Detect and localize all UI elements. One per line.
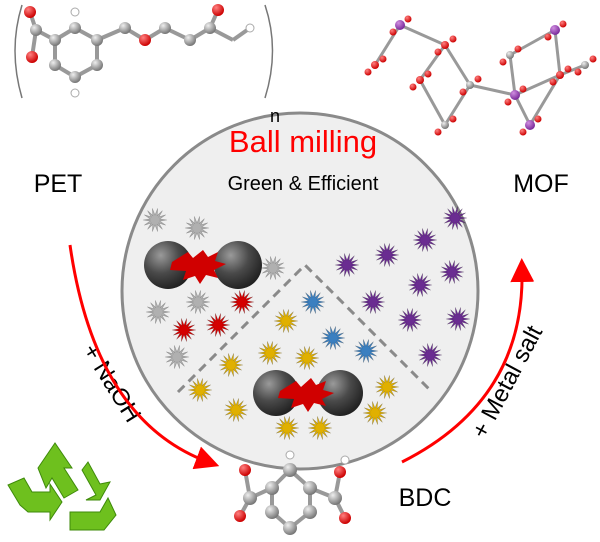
- mof-atom: [441, 121, 449, 129]
- impact-burst-icon: [278, 378, 334, 412]
- mof-oxygen: [519, 128, 527, 136]
- mof-oxygen: [434, 128, 442, 136]
- yellow-star-particle: [218, 353, 244, 377]
- gray-star-particle: [164, 345, 190, 369]
- mof-structure: [364, 15, 597, 136]
- mof-atom: [395, 20, 405, 30]
- recycle-icon: [7, 442, 117, 531]
- purple-star-particle: [412, 228, 438, 252]
- mof-oxygen: [389, 28, 397, 36]
- mof-oxygen: [519, 85, 527, 93]
- yellow-star-particle: [362, 401, 388, 425]
- mof-bond: [553, 29, 562, 76]
- yellow-star-particle: [273, 309, 299, 333]
- mof-oxygen: [504, 98, 512, 106]
- mof-bond: [559, 63, 586, 77]
- mof-oxygen: [574, 68, 582, 76]
- yellow-star-particle: [223, 398, 249, 422]
- mof-bond: [513, 94, 532, 126]
- bracket-right: [264, 4, 274, 99]
- purple-star-particle: [334, 253, 360, 277]
- mof-oxygen: [559, 20, 567, 28]
- gray-star-particle: [142, 208, 168, 232]
- mof-oxygen: [409, 83, 417, 91]
- gray-star-particle: [145, 300, 171, 324]
- title-ball-milling: Ball milling: [229, 124, 377, 159]
- mof-bond: [399, 23, 446, 47]
- purple-star-particle: [407, 273, 433, 297]
- mof-oxygen: [534, 115, 542, 123]
- red-star-particle: [229, 290, 255, 314]
- mof-oxygen: [434, 48, 442, 56]
- blue-star-particle: [300, 290, 326, 314]
- mof-oxygen: [544, 33, 552, 41]
- polymer-subscript-n: n: [270, 106, 280, 126]
- mof-oxygen: [499, 58, 507, 66]
- purple-star-particle: [397, 308, 423, 332]
- label-metal-salt: + Metal salt: [466, 321, 548, 443]
- mof-atom: [550, 25, 560, 35]
- pet-molecule: n: [14, 4, 280, 126]
- mof-atom: [441, 41, 449, 49]
- mof-atom: [581, 61, 589, 69]
- mof-atom: [556, 71, 564, 79]
- mof-oxygen: [424, 70, 432, 78]
- mof-oxygen: [549, 78, 557, 86]
- gray-star-particle: [184, 216, 210, 240]
- red-star-particle: [171, 318, 197, 342]
- purple-star-particle: [417, 343, 443, 367]
- impact-burst-icon: [170, 250, 226, 284]
- purple-star-particle: [439, 260, 465, 284]
- mof-oxygen: [379, 55, 387, 63]
- subtitle-green-efficient: Green & Efficient: [228, 173, 379, 195]
- mof-oxygen: [564, 65, 572, 73]
- mof-oxygen: [449, 35, 457, 43]
- mof-atom: [416, 76, 424, 84]
- yellow-star-particle: [274, 416, 300, 440]
- mof-oxygen: [459, 88, 467, 96]
- mof-bond: [418, 44, 447, 81]
- particles: [142, 206, 471, 440]
- yellow-star-particle: [307, 416, 333, 440]
- blue-star-particle: [353, 339, 379, 363]
- yellow-star-particle: [294, 346, 320, 370]
- mof-bond: [443, 44, 472, 86]
- bracket-left: [14, 4, 23, 99]
- label-mof: MOF: [513, 170, 569, 198]
- mof-oxygen: [514, 45, 522, 53]
- arrow-pet-to-bdc: [68, 244, 220, 470]
- purple-star-particle: [442, 206, 468, 230]
- label-bdc: BDC: [399, 484, 452, 512]
- gray-star-particle: [185, 290, 211, 314]
- mof-oxygen: [404, 15, 412, 23]
- mof-oxygen: [589, 55, 597, 63]
- mof-bond: [469, 83, 516, 97]
- milling-balls-bottom: [253, 370, 363, 416]
- mof-atom: [506, 51, 514, 59]
- bdc-molecule: [234, 450, 351, 535]
- purple-star-particle: [374, 243, 400, 267]
- mof-atom: [525, 120, 535, 130]
- mof-atom: [371, 61, 379, 69]
- yellow-star-particle: [374, 375, 400, 399]
- mof-bond: [508, 54, 517, 96]
- mof-bond: [418, 79, 447, 126]
- purple-star-particle: [360, 290, 386, 314]
- label-pet: PET: [34, 170, 83, 198]
- yellow-star-particle: [187, 378, 213, 402]
- mof-oxygen: [474, 75, 482, 83]
- arrow-bdc-to-mof: [401, 258, 535, 464]
- mof-oxygen: [449, 115, 457, 123]
- mof-atom: [466, 81, 474, 89]
- purple-star-particle: [445, 307, 471, 331]
- red-star-particle: [205, 313, 231, 337]
- yellow-star-particle: [257, 341, 283, 365]
- blue-star-particle: [320, 326, 346, 350]
- mof-oxygen: [364, 68, 372, 76]
- milling-balls-top: [144, 241, 262, 289]
- mof-atom: [510, 90, 520, 100]
